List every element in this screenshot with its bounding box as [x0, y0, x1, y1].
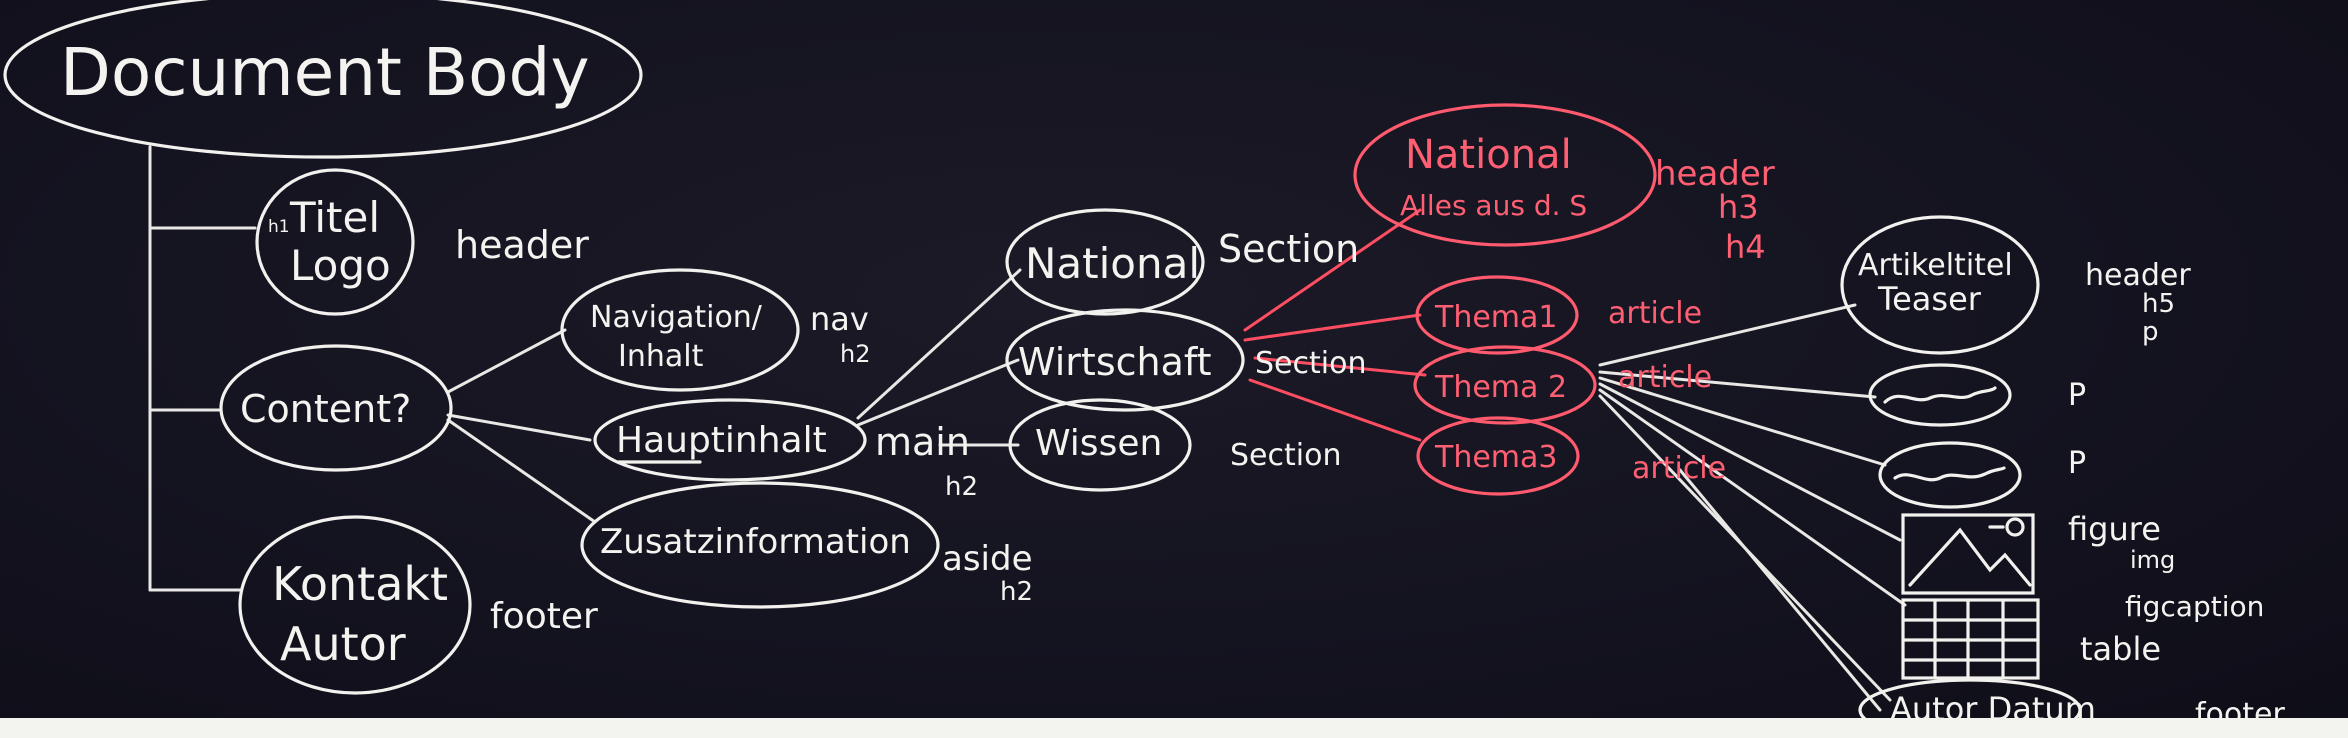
section-label-1: Section [1218, 227, 1359, 271]
thema3-node: Thema3 [1416, 416, 1580, 496]
h3-label: h3 [1718, 188, 1759, 226]
kontakt-text: Kontakt [272, 557, 448, 611]
zusatzinformation-node: Zusatzinformation [580, 481, 940, 609]
thema1-text: Thema1 [1434, 300, 1558, 335]
red-labels: header h3 h4 article article article [1608, 154, 1775, 486]
connectors-red [1243, 208, 1427, 442]
p-under-h5-label: p [2142, 317, 2159, 347]
thema2-text: Thema 2 [1434, 370, 1567, 405]
nav-h2-label: h2 [840, 340, 870, 368]
kontakt-autor-node: Kontakt Autor [238, 515, 472, 695]
artikeltitel-text: Artikeltitel [1858, 248, 2013, 283]
section-label-2: Section [1255, 346, 1366, 381]
white-labels: header nav h2 main h2 aside h2 footer Se… [455, 223, 2285, 732]
titel-text: Titel [289, 193, 380, 242]
wissen-text: Wissen [1035, 423, 1162, 464]
header-label-red: header [1655, 154, 1775, 194]
section-label-3: Section [1230, 438, 1341, 473]
nav-label: nav [810, 300, 869, 338]
national-red-text: National [1405, 132, 1572, 178]
teaser-text: Teaser [1877, 280, 1982, 318]
hauptinhalt-node: Hauptinhalt [593, 398, 867, 482]
p1-node [1868, 363, 2012, 427]
header-label-1: header [455, 223, 589, 267]
national-node: National [1005, 208, 1205, 316]
h1-mark: h1 [268, 217, 290, 237]
table-label: table [2080, 630, 2161, 668]
wissen-node: Wissen [1008, 398, 1192, 492]
footer-label-1: footer [490, 596, 598, 637]
article-label-1: article [1608, 296, 1702, 331]
artikeltitel-teaser-node: Artikeltitel Teaser [1840, 215, 2040, 355]
content-node: Content? [219, 344, 453, 472]
h5-label: h5 [2142, 289, 2175, 319]
article-label-3: article [1632, 451, 1726, 486]
document-body-text: Document Body [60, 34, 590, 111]
main-h2-label: h2 [945, 472, 978, 502]
zusatzinformation-text: Zusatzinformation [600, 522, 911, 562]
national-text: National [1025, 239, 1200, 288]
wirtschaft-node: Wirtschaft [1005, 308, 1245, 412]
national-red-node: National Alles aus d. S [1353, 103, 1657, 247]
aside-label: aside [942, 539, 1033, 579]
logo-text: Logo [290, 241, 391, 290]
alles-aus-text: Alles aus d. S [1400, 189, 1587, 222]
thema2-node: Thema 2 [1413, 345, 1597, 425]
connectors-white [148, 145, 1907, 712]
content-text: Content? [240, 387, 411, 431]
main-label: main [875, 420, 970, 464]
aside-h2-label: h2 [1000, 577, 1033, 607]
p1-label: P [2068, 378, 2086, 413]
navigation-text: Navigation/ [590, 300, 763, 335]
inhalt-text: Inhalt [618, 339, 704, 374]
hauptinhalt-text: Hauptinhalt [616, 420, 827, 461]
p2-label: P [2068, 446, 2086, 481]
thema3-text: Thema3 [1434, 440, 1558, 475]
thema1-node: Thema1 [1415, 275, 1579, 355]
h4-label: h4 [1725, 228, 1766, 266]
wirtschaft-text: Wirtschaft [1018, 340, 1212, 384]
table-icon [1901, 598, 2040, 680]
autor-text: Autor [280, 617, 406, 671]
p2-node [1878, 441, 2022, 509]
article-label-2: article [1618, 360, 1712, 395]
img-label: img [2130, 546, 2175, 574]
figure-icon [1901, 513, 2035, 595]
document-body-node: Document Body [3, 0, 643, 159]
board-bottom-edge [0, 718, 2348, 738]
navigation-inhalt-node: Navigation/ Inhalt [560, 268, 800, 392]
titel-logo-node: h1 Titel Logo [255, 168, 415, 316]
header-label-h5: header [2085, 258, 2191, 293]
figure-label: figure [2068, 510, 2161, 548]
figcaption-label: figcaption [2125, 590, 2264, 623]
